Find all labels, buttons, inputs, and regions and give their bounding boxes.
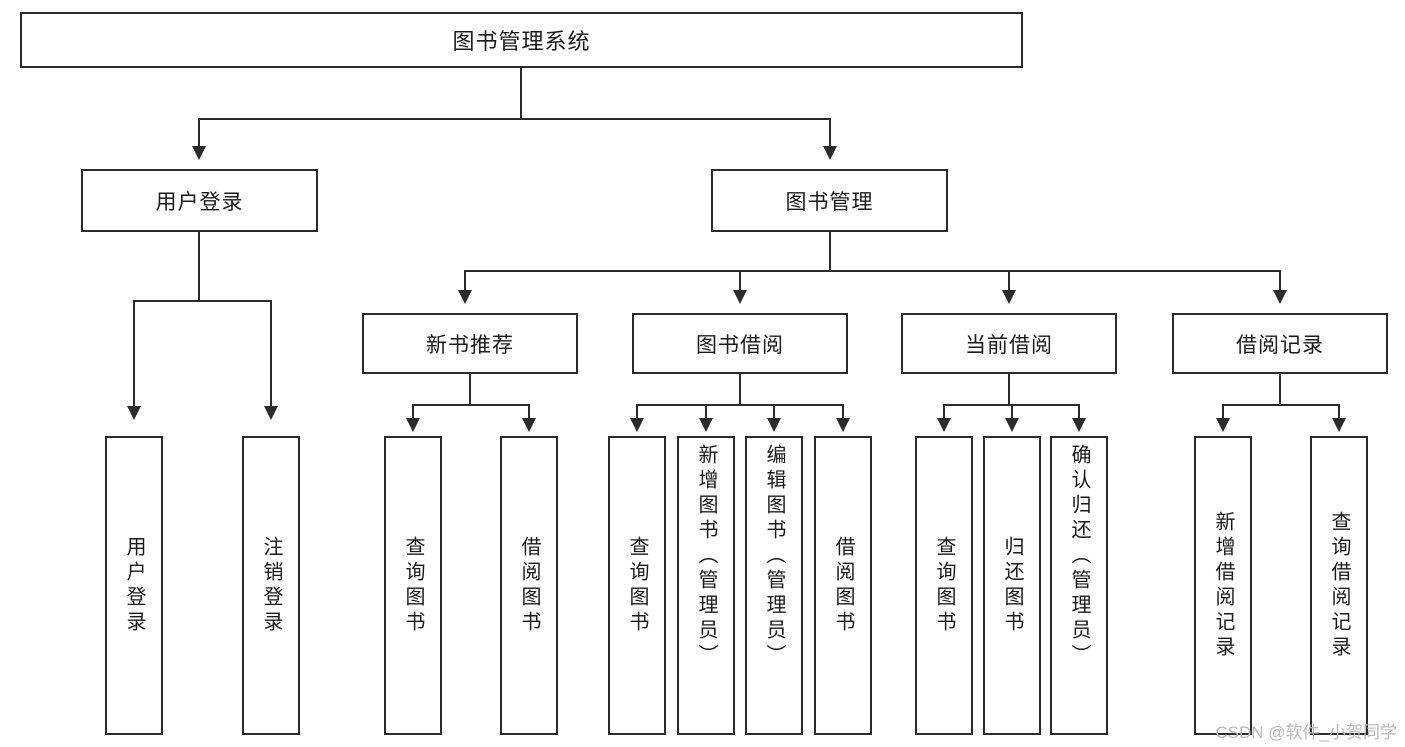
- connector-root-to-user-login: [198, 118, 200, 148]
- arrowhead-user-login-leaf-1: [127, 406, 141, 420]
- arrowhead-level3-current-borrow: [1002, 290, 1016, 304]
- connector-book-manage-drop-1: [464, 270, 466, 292]
- arrowhead-level3-book-borrow: [733, 290, 747, 304]
- connector-current-borrow-drop-2: [1011, 404, 1013, 420]
- leaf-new-book-borrow[interactable]: 借阅图书: [500, 436, 558, 735]
- arrowhead-current-borrow-leaf-1: [937, 418, 951, 432]
- connector-new-book-drop-2: [528, 404, 530, 420]
- arrowhead-new-book-leaf-1: [406, 418, 420, 432]
- connector-user-login-drop-2: [270, 300, 272, 408]
- connector-book-borrow-drop-4: [842, 404, 844, 420]
- csdn-watermark: CSDN @软件_小贺同学: [1215, 723, 1397, 742]
- connector-book-manage-drop-2: [739, 270, 741, 292]
- connector-current-borrow-bus: [943, 404, 1078, 406]
- leaf-borrow-record-add[interactable]: 新增借阅记录: [1194, 436, 1252, 735]
- node-root-system[interactable]: 图书管理系统: [20, 12, 1023, 68]
- arrowhead-level3-new-book: [458, 290, 472, 304]
- arrowhead-level3-borrow-record: [1273, 290, 1287, 304]
- connector-borrow-record-drop-1: [1222, 404, 1224, 420]
- connector-user-login-drop-1: [133, 300, 135, 408]
- arrowhead-book-borrow-leaf-3: [767, 418, 781, 432]
- connector-new-book-drop-1: [412, 404, 414, 420]
- arrowhead-book-borrow-leaf-2: [699, 418, 713, 432]
- leaf-book-borrow-add[interactable]: 新增图书（管理员）: [677, 436, 735, 735]
- connector-borrow-record-stem: [1279, 374, 1281, 406]
- arrowhead-borrow-record-leaf-1: [1216, 418, 1230, 432]
- connector-new-book-bus: [412, 404, 528, 406]
- leaf-book-borrow-borrow[interactable]: 借阅图书: [814, 436, 872, 735]
- connector-book-borrow-drop-1: [636, 404, 638, 420]
- connector-current-borrow-drop-3: [1078, 404, 1080, 420]
- leaf-book-borrow-edit[interactable]: 编辑图书（管理员）: [745, 436, 803, 735]
- connector-book-borrow-stem: [739, 374, 741, 406]
- node-current-borrow[interactable]: 当前借阅: [901, 313, 1117, 374]
- connector-book-manage-drop-4: [1279, 270, 1281, 292]
- arrowhead-user-login-leaf-2: [264, 406, 278, 420]
- leaf-book-borrow-query[interactable]: 查询图书: [608, 436, 666, 735]
- arrowhead-current-borrow-leaf-2: [1005, 418, 1019, 432]
- connector-user-login-bus: [133, 300, 271, 302]
- connector-root-bus: [198, 118, 831, 120]
- connector-user-login-stem: [198, 232, 200, 302]
- arrowhead-borrow-record-leaf-2: [1332, 418, 1346, 432]
- connector-book-borrow-bus: [636, 404, 844, 406]
- arrowhead-new-book-leaf-2: [522, 418, 536, 432]
- leaf-user-login-login[interactable]: 用户登录: [105, 436, 163, 735]
- node-new-book-recommend[interactable]: 新书推荐: [362, 313, 578, 374]
- leaf-current-borrow-confirm-return[interactable]: 确认归还（管理员）: [1050, 436, 1108, 735]
- connector-current-borrow-drop-1: [943, 404, 945, 420]
- connector-new-book-stem: [469, 374, 471, 406]
- leaf-current-borrow-query[interactable]: 查询图书: [915, 436, 973, 735]
- connector-borrow-record-bus: [1222, 404, 1338, 406]
- node-borrow-record[interactable]: 借阅记录: [1172, 313, 1388, 374]
- connector-current-borrow-stem: [1008, 374, 1010, 406]
- node-book-borrow[interactable]: 图书借阅: [632, 313, 848, 374]
- connector-root-to-book-manage: [829, 118, 831, 148]
- connector-book-borrow-drop-2: [705, 404, 707, 420]
- leaf-new-book-query[interactable]: 查询图书: [384, 436, 442, 735]
- arrowhead-root-to-book-manage: [823, 146, 837, 160]
- connector-book-manage-drop-3: [1008, 270, 1010, 292]
- node-user-login[interactable]: 用户登录: [81, 169, 318, 232]
- arrowhead-root-to-user-login: [192, 146, 206, 160]
- connector-book-borrow-drop-3: [773, 404, 775, 420]
- connector-root-stem: [520, 68, 522, 118]
- arrowhead-book-borrow-leaf-4: [836, 418, 850, 432]
- arrowhead-book-borrow-leaf-1: [630, 418, 644, 432]
- leaf-borrow-record-query[interactable]: 查询借阅记录: [1310, 436, 1368, 735]
- connector-borrow-record-drop-2: [1338, 404, 1340, 420]
- arrowhead-current-borrow-leaf-3: [1072, 418, 1086, 432]
- node-book-management[interactable]: 图书管理: [711, 169, 948, 232]
- leaf-user-login-logout[interactable]: 注销登录: [242, 436, 300, 735]
- connector-book-manage-bus: [464, 270, 1280, 272]
- leaf-current-borrow-return[interactable]: 归还图书: [983, 436, 1041, 735]
- connector-book-manage-stem: [829, 232, 831, 272]
